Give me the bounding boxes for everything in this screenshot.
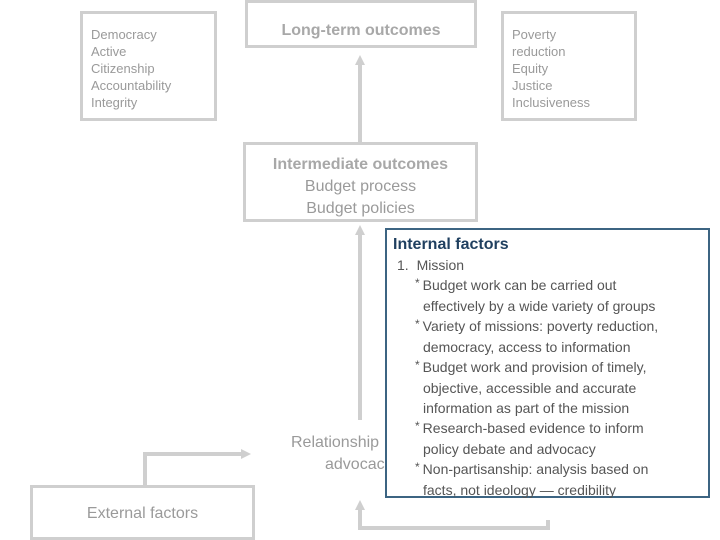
mission-bullet-text: democracy, access to information [423,339,631,355]
value-item: Citizenship [91,61,155,76]
relationships-line: Relationship [291,434,380,451]
mission-bullet-text: Budget work and provision of timely, [422,359,647,375]
asterisk-bullet-icon: * [415,358,420,372]
mission-bullet-line: *Variety of missions: poverty reduction, [393,316,702,337]
value-item: Justice [512,78,553,93]
mission-bullet-text: Variety of missions: poverty reduction, [422,318,659,334]
long-term-outcomes-label: Long-term outcomes [281,22,441,39]
value-item: Active [91,44,127,59]
mission-bullet-text: information as part of the mission [423,400,630,416]
mission-bullet-text: policy debate and advocacy [423,441,596,457]
mission-bullet: *Research-based evidence to inform policy… [393,418,702,459]
intermediate-outcomes-line: Budget policies [306,200,415,217]
mission-bullet-line: *Research-based evidence to inform [393,418,702,439]
mission-bullet: *Budget work can be carried out effective… [393,275,702,316]
external-factors-box: External factors [30,485,255,540]
mission-bullet-line: democracy, access to information [393,337,702,357]
value-item: Democracy [91,27,157,42]
mission-bullet: *Variety of missions: poverty reduction,… [393,316,702,357]
mission-item: 1. Mission [393,255,702,275]
values-box-right: Poverty reduction Equity Justice Inclusi… [501,11,637,121]
mission-bullet-text: effectively by a wide variety of groups [423,298,656,314]
value-item: Equity [512,61,549,76]
asterisk-bullet-icon: * [415,419,420,433]
external-factors-label: External factors [86,505,199,522]
mission-bullet-text: Research-based evidence to inform [422,420,644,436]
intermediate-outcomes-line: Budget process [304,178,417,195]
arrow-external-to-relationships [143,449,251,485]
mission-bullet-text: objective, accessible and accurate [423,380,637,396]
mission-bullet-line: *Budget work and provision of timely, [393,357,702,378]
mission-bullet-line: policy debate and advocacy [393,439,702,459]
value-item: Poverty [512,27,557,42]
mission-bullet-line: *Budget work can be carried out [393,275,702,296]
value-item: Integrity [91,95,138,110]
mission-bullet: *Budget work and provision of timely, obj… [393,357,702,418]
value-item: Inclusiveness [512,95,591,110]
asterisk-bullet-icon: * [415,317,420,331]
mission-bullet-line: objective, accessible and accurate [393,378,702,398]
mission-bullet-line: effectively by a wide variety of groups [393,296,702,316]
internal-factors-title: Internal factors [393,236,509,253]
mission-number: 1. [397,257,409,273]
mission-bullet-line: information as part of the mission [393,398,702,418]
mission-bullet-text: facts, not ideology — credibility [423,482,616,498]
asterisk-bullet-icon: * [415,460,420,474]
value-item: Accountability [91,78,172,93]
mission-bullet: *Non-partisanship: analysis based on fact… [393,459,702,500]
internal-factors-callout: Internal factors 1. Mission *Budget work… [385,228,710,498]
mission-label: Mission [416,257,465,273]
mission-bullet-line: facts, not ideology — credibility [393,480,702,500]
asterisk-bullet-icon: * [415,276,420,290]
intermediate-outcomes-box: Intermediate outcomes Budget process Bud… [243,142,478,222]
intermediate-outcomes-title: Intermediate outcomes [272,156,449,173]
long-term-outcomes-box: Long-term outcomes [245,0,477,48]
mission-bullet-line: *Non-partisanship: analysis based on [393,459,702,480]
value-item: reduction [512,44,566,59]
relationships-line: advocac [325,456,385,473]
mission-bullet-text: Budget work can be carried out [422,277,617,293]
values-box-left: Democracy Active Citizenship Accountabil… [80,11,217,121]
mission-bullet-text: Non-partisanship: analysis based on [422,461,649,477]
arrow-bottom-loop [355,500,550,530]
